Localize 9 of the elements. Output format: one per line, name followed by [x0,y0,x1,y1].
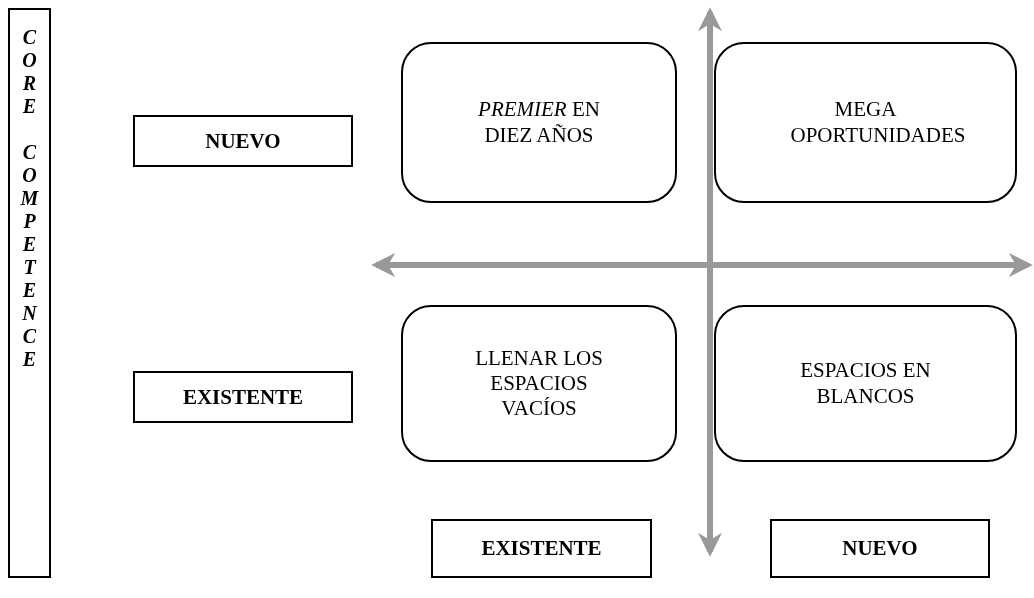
axis-label-box: NUEVO [770,519,990,578]
axis-label-box: NUEVO [133,115,353,167]
quadrant-box: ESPACIOS EN BLANCOS [714,305,1017,462]
quadrant-box: LLENAR LOS ESPACIOS VACÍOS [401,305,677,462]
axis-label-box: EXISTENTE [431,519,652,578]
quadrant-box: MEGA OPORTUNIDADES [714,42,1017,203]
quadrant-box: PREMIER EN DIEZ AÑOS [401,42,677,203]
axis-label-box: EXISTENTE [133,371,353,423]
vertical-label-box: CORE COMPETENCE [8,8,51,578]
